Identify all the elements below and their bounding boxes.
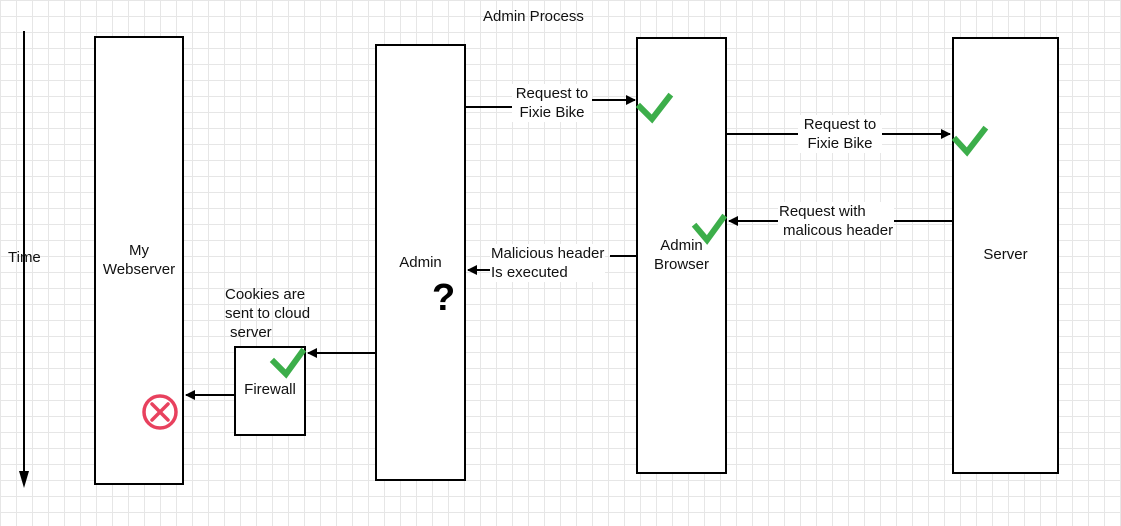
browser-to-admin-message: Malicious header Is executed xyxy=(490,244,606,282)
webserver-blocked-icon xyxy=(142,394,178,430)
admin-box xyxy=(375,44,466,481)
admin-to-browser-message-line1: Request to xyxy=(515,85,589,102)
server-to-browser-message-line1: Request with xyxy=(779,203,866,220)
admin-browser-label-line1: Admin xyxy=(660,237,703,254)
browser-to-admin-message-line2: Is executed xyxy=(491,264,568,281)
firewall-check-icon xyxy=(269,347,307,379)
webserver-label-line1: My xyxy=(129,242,149,259)
firewall-label: Firewall xyxy=(244,381,296,398)
diagram-title: Admin Process xyxy=(483,8,584,25)
time-axis-arrowhead xyxy=(19,471,29,488)
server-label: Server xyxy=(983,246,1028,263)
admin-browser-label: Admin Browser xyxy=(637,236,726,274)
browser-to-server-message: Request to Fixie Bike xyxy=(798,115,882,153)
admin-browser-label-line2: Browser xyxy=(653,256,709,273)
browser-to-admin-message-line1: Malicious header xyxy=(491,245,605,262)
admin-to-firewall-message-line3: server xyxy=(230,324,272,341)
browser-to-server-message-line1: Request to xyxy=(803,116,877,133)
webserver-label: My Webserver xyxy=(95,241,183,279)
time-axis-label: Time xyxy=(8,249,41,266)
server-to-browser-message-line2: malicous header xyxy=(783,222,894,239)
browser-to-server-message-line2: Fixie Bike xyxy=(807,135,873,152)
admin-browser-request-check-icon xyxy=(635,92,674,124)
admin-to-firewall-message-line1: Cookies are xyxy=(225,286,306,303)
server-request-check-icon xyxy=(951,125,989,157)
admin-to-browser-message-line2: Fixie Bike xyxy=(519,104,585,121)
server-box xyxy=(952,37,1059,474)
browser-response-check-icon xyxy=(691,213,728,245)
question-mark-icon: ? xyxy=(432,277,456,319)
admin-to-firewall-message-line2: sent to cloud xyxy=(225,305,311,322)
webserver-label-line2: Webserver xyxy=(102,261,176,278)
admin-to-firewall-message: Cookies are sent to cloud server xyxy=(225,285,310,342)
admin-to-browser-message: Request to Fixie Bike xyxy=(512,84,592,122)
admin-label: Admin xyxy=(399,254,442,271)
server-to-browser-message: Request with malicous header xyxy=(778,202,895,240)
